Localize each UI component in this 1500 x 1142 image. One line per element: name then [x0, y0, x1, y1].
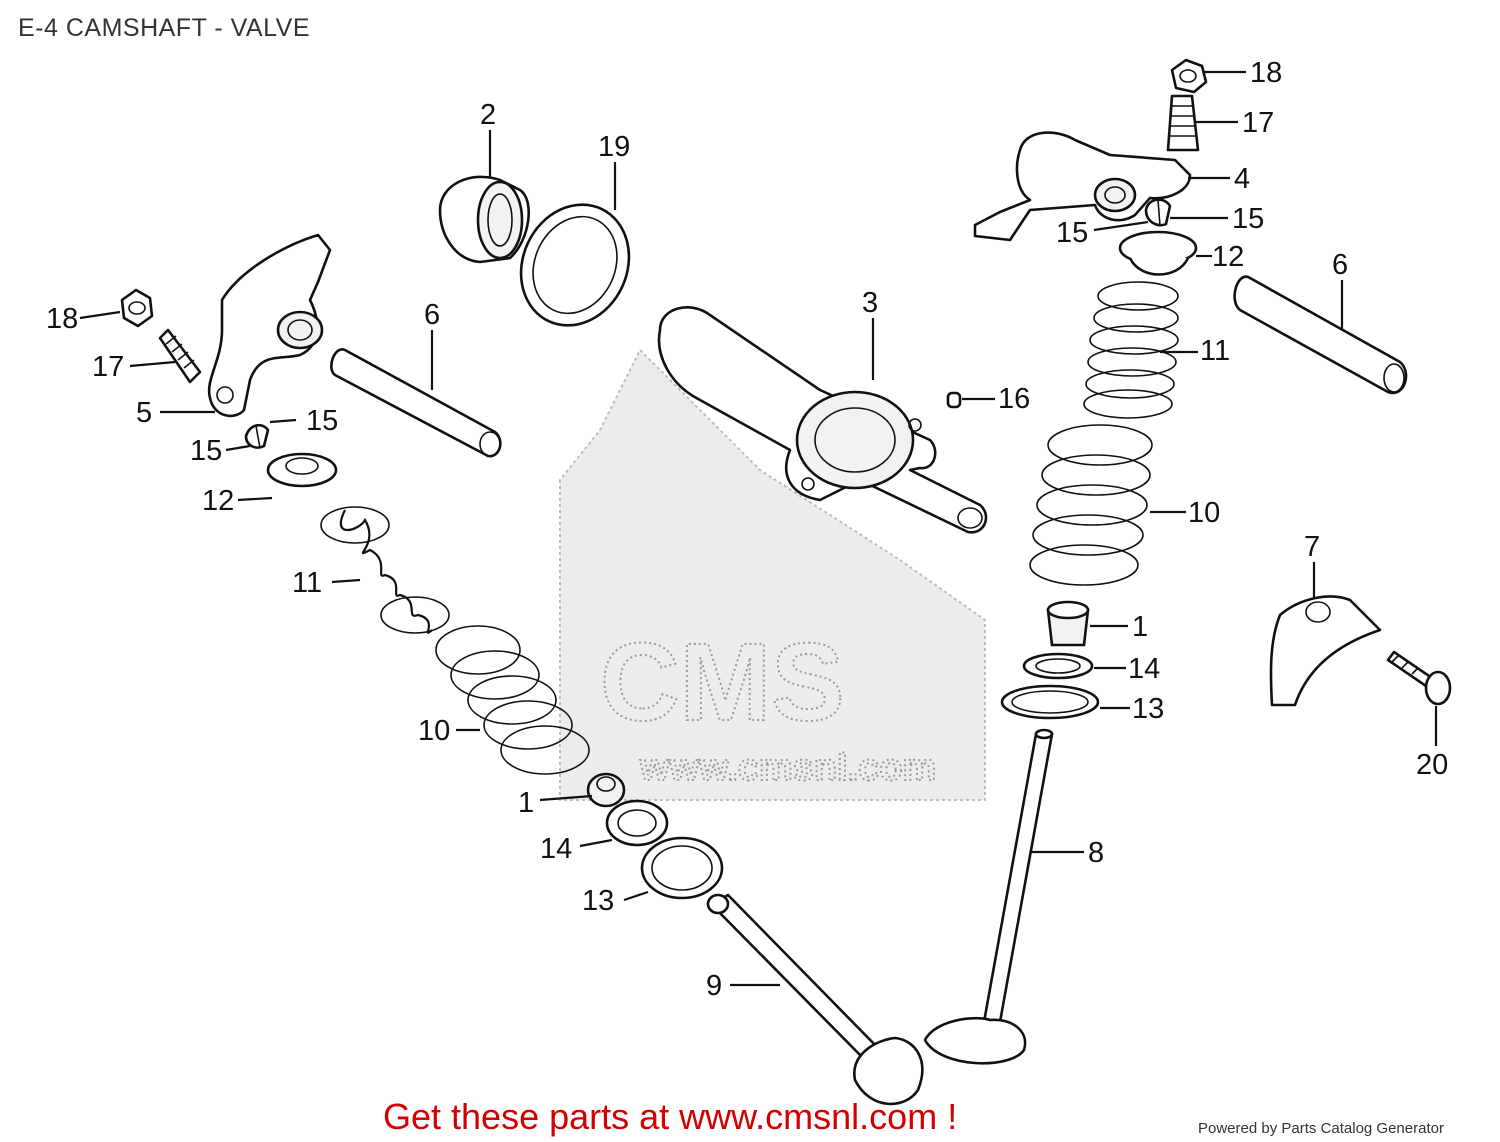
callout-8: 8: [1088, 837, 1104, 869]
callout-14-left: 14: [540, 833, 572, 865]
part-15-cotters-left: [244, 423, 270, 449]
callout-11-left: 11: [292, 567, 322, 599]
callout-numbers: 18 17 5 15 15 12 11 10 1 14 13 9 6 2 19 …: [46, 57, 1448, 1002]
callout-15-right-b: 15: [1056, 217, 1088, 249]
diagram-title: E-4 CAMSHAFT - VALVE: [18, 14, 311, 42]
part-17-adjuster-left: [158, 328, 202, 384]
callout-17-left: 17: [92, 351, 124, 383]
callout-2: 2: [480, 99, 496, 131]
part-12-retainer-right: [1118, 230, 1198, 276]
callout-10-left: 10: [418, 715, 450, 747]
watermark-logo: CMS www.cmsnl.com: [559, 348, 986, 801]
part-18-nut-right: [1170, 58, 1208, 94]
part-16-dowel-pin: [946, 391, 962, 409]
part-19-oil-seal: [519, 203, 631, 327]
part-18-nut-left: [120, 288, 154, 328]
callout-15-left-b: 15: [190, 435, 222, 467]
callout-6-right: 6: [1332, 249, 1348, 281]
part-14-washer-right: [1022, 652, 1094, 680]
callout-13-left: 13: [582, 885, 614, 917]
part-1-valve-seal-left: [586, 772, 626, 808]
callout-18-left: 18: [46, 303, 78, 335]
callout-10-right: 10: [1188, 497, 1220, 529]
callout-12-right: 12: [1212, 241, 1244, 273]
callout-5: 5: [136, 397, 152, 429]
part-11-inner-spring-right: [1083, 281, 1179, 419]
part-20-screw: [1386, 650, 1452, 706]
callout-18-right: 18: [1250, 57, 1282, 89]
part-7-plate: [1269, 595, 1382, 707]
watermark-logo-text: CMS: [600, 621, 844, 744]
callout-15-right-a: 15: [1232, 203, 1264, 235]
callout-19: 19: [598, 131, 630, 163]
callout-3: 3: [862, 287, 878, 319]
part-6-rocker-shaft-right: [1233, 275, 1408, 395]
part-5-rocker-arm-left: [207, 233, 332, 418]
part-9-exhaust-valve: [706, 893, 924, 1106]
callout-11-right: 11: [1200, 335, 1230, 367]
leader-lines: [79, 70, 1438, 987]
part-10-outer-spring-right: [1029, 424, 1153, 586]
part-17-adjuster-right: [1166, 94, 1200, 152]
callout-7: 7: [1304, 531, 1320, 563]
part-8-intake-valve: [923, 728, 1054, 1065]
callout-1-left: 1: [518, 787, 534, 819]
callout-9: 9: [706, 970, 722, 1002]
part-2-bearing: [438, 175, 531, 264]
part-1-valve-seal-right: [1046, 600, 1090, 647]
part-13-washer-left: [640, 836, 724, 900]
callout-20: 20: [1416, 749, 1448, 781]
callout-17-right: 17: [1242, 107, 1274, 139]
part-4-rocker-arm-right: [973, 131, 1192, 242]
part-10-outer-spring-left: [435, 625, 590, 775]
callout-16: 16: [998, 383, 1030, 415]
callout-6-left: 6: [424, 299, 440, 331]
part-13-washer-right: [1000, 684, 1100, 720]
callout-12-left: 12: [202, 485, 234, 517]
part-14-washer-left: [605, 799, 669, 847]
callout-4: 4: [1234, 163, 1250, 195]
callout-13-right: 13: [1132, 693, 1164, 725]
part-15-cotters-right: [1144, 198, 1172, 227]
part-6-rocker-shaft-left: [330, 348, 502, 458]
callout-14-right: 14: [1128, 653, 1160, 685]
part-11-inner-spring-left: [320, 506, 450, 634]
part-12-retainer-left: [266, 452, 338, 488]
cta-link[interactable]: Get these parts at www.cmsnl.com !: [383, 1096, 958, 1137]
powered-by-credit: Powered by Parts Catalog Generator: [1198, 1120, 1444, 1137]
callout-15-left-a: 15: [306, 405, 338, 437]
part-3-camshaft: [657, 306, 988, 534]
watermark-site-text: www.cmsnl.com: [639, 747, 936, 789]
callout-1-right: 1: [1132, 611, 1148, 643]
